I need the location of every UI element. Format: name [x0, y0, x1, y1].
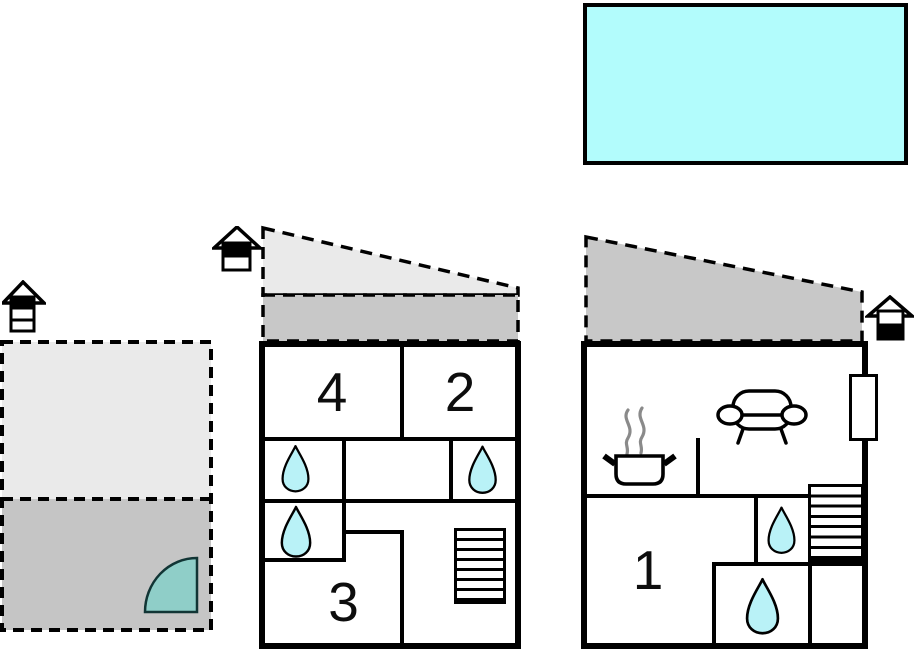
wall	[342, 437, 346, 562]
roof-right	[584, 234, 864, 343]
room-number: 4	[316, 360, 348, 423]
cooking-pot-icon	[602, 406, 677, 486]
swimming-pool	[583, 3, 908, 165]
staircase	[808, 484, 864, 562]
staircase	[454, 528, 506, 604]
water-drop-icon	[279, 503, 313, 560]
roof-slope	[261, 225, 520, 297]
chimney-icon	[865, 295, 914, 341]
wall	[262, 558, 346, 562]
roof-middle	[261, 225, 520, 343]
wall	[400, 345, 404, 439]
wall	[587, 494, 813, 498]
water-drop-icon	[744, 576, 781, 636]
wall	[262, 437, 518, 441]
window	[849, 374, 878, 441]
roof-eave-band	[261, 293, 520, 343]
steam-icon	[624, 408, 632, 456]
wall	[342, 530, 404, 534]
wall	[808, 562, 812, 647]
roof-slope	[584, 234, 864, 343]
wall	[696, 438, 700, 498]
dashed-outline	[0, 340, 213, 632]
sofa-icon	[716, 389, 808, 445]
wall	[712, 562, 863, 566]
corner-shower-icon	[143, 556, 199, 614]
water-drop-icon	[280, 441, 311, 496]
chimney-icon	[2, 280, 46, 333]
wall	[400, 530, 404, 647]
room-number: 2	[444, 360, 476, 423]
water-drop-icon	[766, 503, 797, 557]
steam-icon	[638, 406, 646, 455]
wall	[262, 499, 518, 503]
basement-upper-area	[2, 342, 211, 499]
basement-outline	[0, 340, 213, 632]
wall	[449, 437, 453, 501]
chimney-icon	[212, 226, 262, 272]
wall	[754, 494, 758, 566]
water-drop-icon	[466, 444, 499, 495]
wall	[712, 562, 716, 647]
room-number: 3	[328, 570, 359, 633]
room-number: 1	[632, 538, 664, 601]
